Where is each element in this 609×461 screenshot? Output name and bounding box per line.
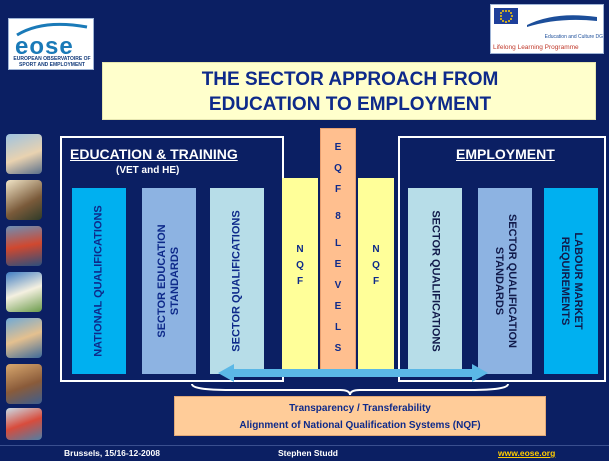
eu-star-icon [509,17,512,20]
education-training-subtitle: (VET and HE) [116,165,180,176]
eu-star-icon [502,19,505,22]
eqf-letter: V [334,280,342,291]
eu-star-icon [499,15,502,17]
kayak-photo-icon [6,226,42,266]
education-training-panel: EDUCATION & TRAINING (VET and HE) NATION… [60,136,284,382]
eqf-letter: 8 [335,211,341,222]
eqf-letters: E Q F 8 L E V E L S [321,137,355,359]
eu-swoosh-icon [527,15,597,27]
logo-wordmark: eose [15,33,74,60]
brace-icon [191,383,509,396]
eu-star-icon [500,12,503,15]
national-qualifications-label: NATIONAL QUALIFICATIONS [92,205,105,357]
labour-market-requirements-box: LABOUR MARKET REQUIREMENTS [544,188,598,374]
sector-qualifications-left-box: SECTOR QUALIFICATIONS [210,188,264,374]
eu-star-icon [500,17,503,20]
eqf-8-levels-bar: E Q F 8 L E V E L S [320,128,356,376]
swimming-photo-icon [6,318,42,358]
eu-star-icon [505,9,507,12]
labour-market-requirements-label: LABOUR MARKET REQUIREMENTS [559,232,584,330]
title-line-1: THE SECTOR APPROACH FROM [201,69,499,90]
nqf-left-q: Q [296,260,304,271]
sector-education-standards-label: SECTOR EDUCATION STANDARDS [156,224,181,338]
cycling-photo-icon [6,180,42,220]
footer-location-date: Brussels, 15/16-12-2008 [64,448,160,458]
eu-programme-logo: Education and Culture DG Lifelong Learni… [490,4,604,54]
eqf-letter: F [334,184,342,195]
sector-education-standards-box: SECTOR EDUCATION STANDARDS [142,188,196,374]
footer-website-link[interactable]: www.eose.org [498,448,556,458]
logo-swoosh-icon [16,22,88,37]
nqf-right-n: N [372,244,380,255]
education-training-title: EDUCATION & TRAINING [70,146,238,162]
eose-logo: eose EUROPEAN OBSERVATOIRE OF SPORT AND … [8,18,94,70]
eu-star-icon [505,20,507,23]
sector-qualification-standards-box: SECTOR QUALIFICATION STANDARDS [478,188,532,374]
title-line-2: EDUCATION TO EMPLOYMENT [208,94,492,115]
sector-qualifications-right-box: SECTOR QUALIFICATIONS [408,188,462,374]
eu-star-icon [509,12,512,15]
employment-panel: EMPLOYMENT SECTOR QUALIFICATIONS SECTOR … [398,136,606,382]
eu-programme-label: Lifelong Learning Programme [493,44,579,51]
nqf-right-bar: N Q F [358,178,394,376]
transparency-box: Transparency / Transferability Alignment… [174,396,546,436]
nqf-left-f: F [296,276,304,287]
sector-qualifications-left-label: SECTOR QUALIFICATIONS [230,210,243,352]
eqf-letter: Q [334,163,342,174]
running-photo-icon [6,364,42,404]
eu-star-icon [507,19,510,22]
photo-strip [0,128,50,445]
nqf-left-n: N [296,244,304,255]
eu-flag-icon [494,8,518,24]
national-qualifications-box: NATIONAL QUALIFICATIONS [72,188,126,374]
logo-subtitle: EUROPEAN OBSERVATOIRE OF SPORT AND EMPLO… [13,56,91,68]
sector-qualification-standards-label: SECTOR QUALIFICATION STANDARDS [493,213,518,349]
double-arrow-icon [218,364,488,382]
sector-qualifications-right-label: SECTOR QUALIFICATIONS [429,210,442,352]
eu-star-icon [502,10,505,13]
alignment-label: Alignment of National Qualification Syst… [239,420,481,431]
transparency-label: Transparency / Transferability [289,403,431,414]
eqf-letter: L [334,322,342,333]
sport-photo-icon [6,134,42,174]
header-band: eose EUROPEAN OBSERVATOIRE OF SPORT AND … [0,0,609,128]
rafting-photo-icon [6,408,42,440]
slide-title: THE SECTOR APPROACH FROM EDUCATION TO EM… [102,62,596,120]
eqf-letter: E [334,301,342,312]
diagram-area: EDUCATION & TRAINING (VET and HE) NATION… [50,128,609,445]
employment-title: EMPLOYMENT [456,146,555,162]
nqf-right-f: F [372,276,380,287]
eu-dg-label: Education and Culture DG [544,34,603,40]
eqf-letter: L [334,238,342,249]
nqf-right-q: Q [372,260,380,271]
eqf-letter: E [334,142,342,153]
eqf-letter: S [334,343,342,354]
eu-star-icon [510,15,513,17]
nqf-left-bar: N Q F [282,178,318,376]
eqf-letter: E [334,259,342,270]
footer-bar: Brussels, 15/16-12-2008 Stephen Studd ww… [0,445,609,461]
eu-star-icon [507,10,510,13]
tennis-photo-icon [6,272,42,312]
footer-presenter: Stephen Studd [278,448,338,458]
